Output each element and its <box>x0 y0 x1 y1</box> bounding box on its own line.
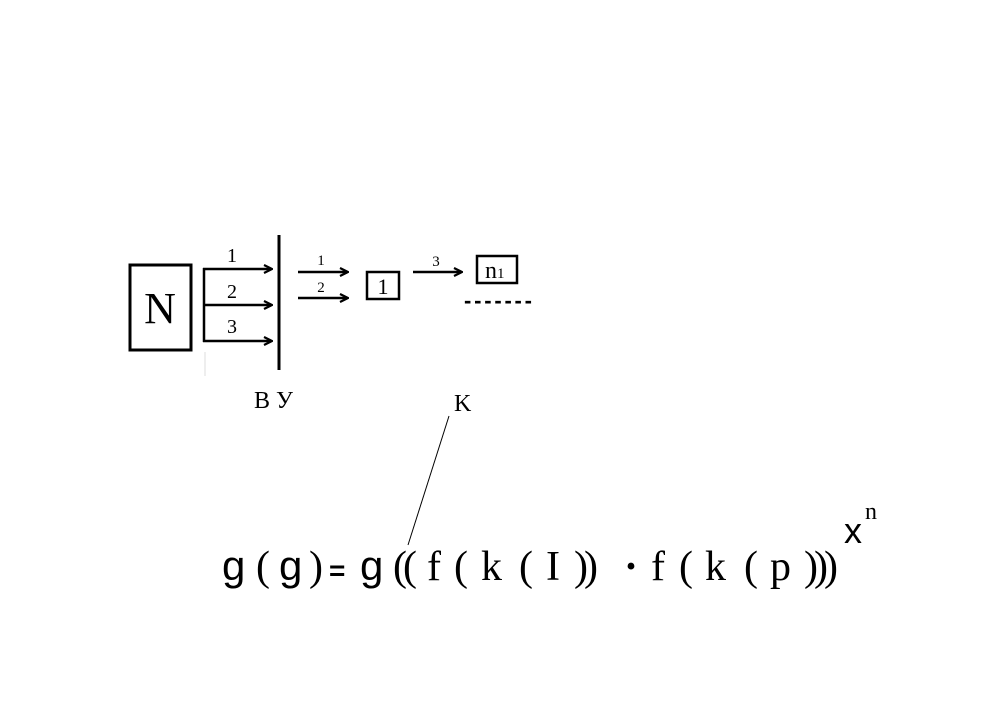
input-label-3: 3 <box>227 316 237 338</box>
formula-token: f <box>427 544 441 590</box>
formula-token: k <box>705 544 726 590</box>
output-label-2: 2 <box>317 280 325 296</box>
input-label-2: 2 <box>227 281 237 303</box>
formula-token: (( <box>393 544 416 590</box>
formula-token: = <box>329 555 345 586</box>
exponent-base: x <box>844 510 862 551</box>
node-arrow-label: 3 <box>432 254 440 270</box>
target-box-label: n1 <box>485 258 505 284</box>
node-box-label: 1 <box>378 274 389 299</box>
input-label-1: 1 <box>227 245 237 267</box>
formula-token: · <box>624 544 638 590</box>
k-pointer-line <box>407 415 450 546</box>
formula-token: f <box>651 544 665 590</box>
formula-token: k <box>481 544 502 590</box>
output-label-1: 1 <box>317 253 325 269</box>
formula-token: ) <box>309 544 323 590</box>
output-arrows: 1 2 <box>298 253 347 298</box>
formula-token: p <box>770 544 791 590</box>
source-box: N <box>128 263 193 352</box>
target-box: n1 <box>475 254 519 285</box>
formula-token: g <box>279 542 302 589</box>
formula-token: )) <box>574 544 597 590</box>
formula-token: g <box>360 542 383 589</box>
formula-token: ( <box>519 544 533 590</box>
formula-token: I <box>546 544 560 590</box>
node-box: 1 <box>365 270 401 301</box>
k-label: K <box>454 391 472 417</box>
formula: g ( g ) = g (( f ( k ( I )) · f ( k ( p … <box>222 499 877 590</box>
input-arrows: 1 2 3 <box>202 245 271 376</box>
formula-token: ( <box>454 544 468 590</box>
formula-token: ( <box>256 544 270 590</box>
formula-token: ( <box>744 544 758 590</box>
source-box-label: N <box>144 284 176 333</box>
exponent: n <box>865 499 877 525</box>
device-label: В У <box>254 388 293 414</box>
dashes: ------- <box>464 288 532 313</box>
formula-token: ( <box>679 544 693 590</box>
formula-token: g <box>222 542 245 589</box>
formula-token: ))) <box>804 544 837 590</box>
